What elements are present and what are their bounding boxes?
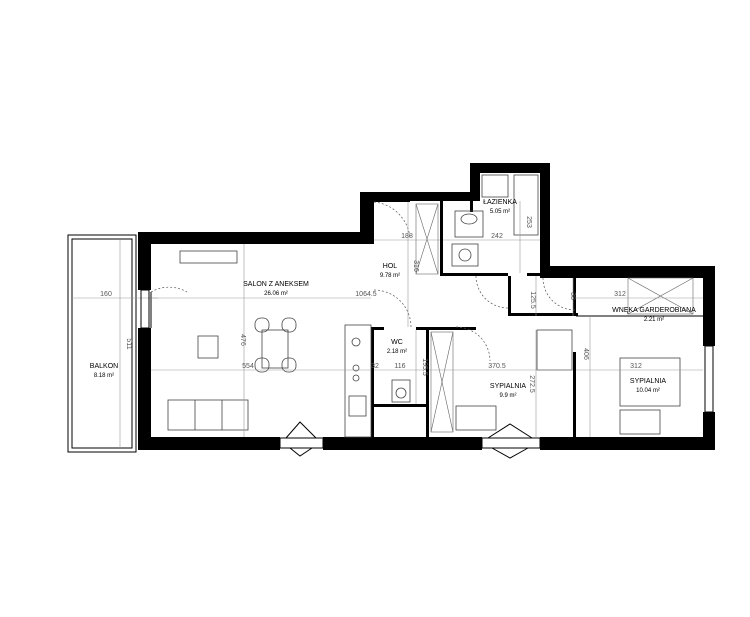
dim-370: 370.5: [488, 363, 506, 370]
room-name-sypialnia-2: SYPIALNIA: [630, 378, 667, 385]
furniture: [167, 174, 694, 438]
doors: [150, 201, 576, 362]
room-name-lazienka: ŁAZIENKA: [483, 199, 517, 206]
room-area-sypialnia-2: 10.04 m²: [636, 388, 660, 394]
room-name-hol: HOL: [383, 263, 398, 270]
dimension-labels: 160 511 476 554 1064.5 316 188 242 253 1…: [100, 216, 642, 393]
dim-160: 160: [100, 291, 112, 298]
dim-38: 38: [569, 292, 576, 300]
dim-195: 195.5: [421, 358, 428, 376]
room-area-lazienka: 5.05 m²: [490, 209, 510, 215]
room-name-wneka: WNĘKA GARDEROBIANA: [612, 307, 696, 314]
room-area-balkon: 8.18 m²: [94, 373, 114, 379]
dim-476: 476: [239, 334, 246, 346]
dim-125: 125.5: [529, 291, 536, 309]
dim-116: 116: [394, 363, 405, 370]
dim-1064: 1064.5: [355, 291, 377, 298]
dim-316: 316: [412, 260, 419, 272]
dimension-lines: [72, 201, 703, 448]
dim-253: 253: [525, 216, 532, 228]
dim-272: 272.5: [528, 375, 535, 393]
room-name-wc: WC: [391, 339, 403, 346]
balcony: [67, 234, 158, 453]
room-area-wc: 2.18 m²: [387, 349, 407, 355]
room-area-salon: 26.06 m²: [264, 291, 288, 297]
walls: [138, 163, 715, 450]
dim-554: 554: [242, 363, 254, 370]
partitions: [371, 200, 703, 437]
room-name-balkon: BALKON: [90, 363, 118, 370]
room-area-wneka: 2.21 m²: [644, 317, 664, 323]
room-labels: BALKON 8.18 m² SALON Z ANEKSEM 26.06 m² …: [90, 199, 696, 399]
room-name-salon: SALON Z ANEKSEM: [243, 281, 309, 288]
room-name-sypialnia-1: SYPIALNIA: [490, 383, 527, 390]
dim-32: 32: [371, 363, 379, 370]
dim-312-top: 312: [614, 291, 626, 298]
dim-406: 406: [582, 348, 589, 360]
dim-511: 511: [125, 338, 132, 349]
room-area-hol: 9.78 m²: [380, 273, 400, 279]
dim-242: 242: [491, 233, 503, 240]
windows: [140, 289, 714, 459]
dim-312-bottom: 312: [630, 363, 642, 370]
dim-188: 188: [401, 233, 413, 240]
room-area-sypialnia-1: 9.9 m²: [499, 393, 516, 399]
